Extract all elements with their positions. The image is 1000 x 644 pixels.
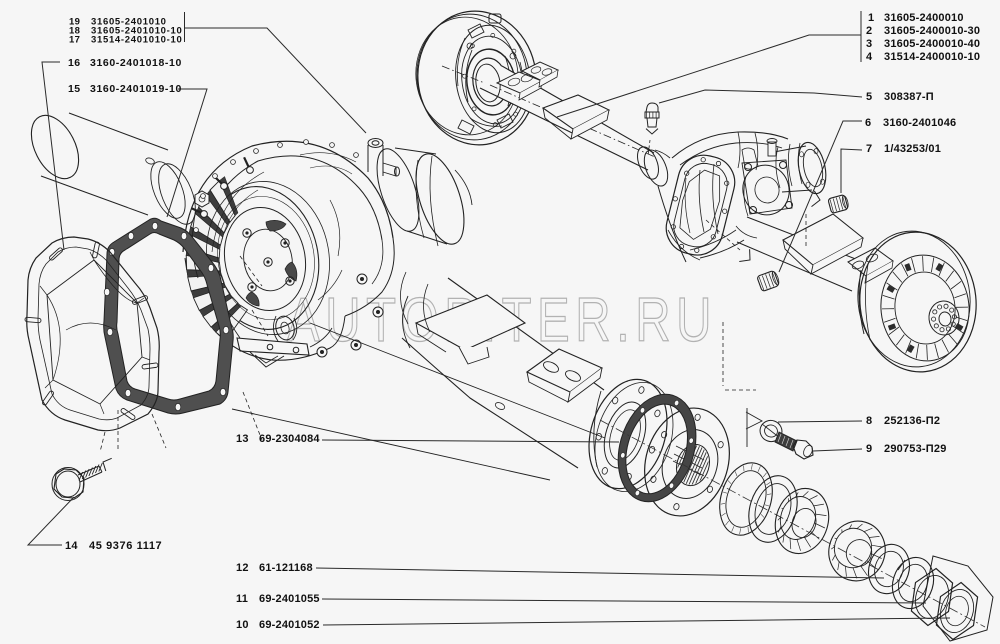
svg-text:18: 18 xyxy=(69,26,80,37)
svg-text:6: 6 xyxy=(865,117,871,129)
svg-text:3160-2401018-10: 3160-2401018-10 xyxy=(90,57,182,69)
svg-text:1/43253/01: 1/43253/01 xyxy=(884,143,941,155)
svg-text:14: 14 xyxy=(65,540,78,552)
svg-text:69-2304084: 69-2304084 xyxy=(259,433,320,445)
svg-text:1: 1 xyxy=(868,12,874,24)
svg-text:8: 8 xyxy=(866,415,872,427)
svg-text:61-121168: 61-121168 xyxy=(259,562,313,574)
svg-text:31605-2400010: 31605-2400010 xyxy=(884,12,964,24)
svg-text:31514-2400010-10: 31514-2400010-10 xyxy=(884,51,980,63)
svg-text:13: 13 xyxy=(236,433,249,445)
svg-text:31514-2401010-10: 31514-2401010-10 xyxy=(91,35,183,46)
svg-text:4: 4 xyxy=(866,51,873,63)
svg-text:19: 19 xyxy=(69,17,80,28)
svg-text:69-2401055: 69-2401055 xyxy=(259,593,320,605)
svg-text:290753-П29: 290753-П29 xyxy=(884,443,947,455)
svg-text:5: 5 xyxy=(866,91,872,103)
svg-text:11: 11 xyxy=(236,593,248,605)
svg-text:10: 10 xyxy=(236,619,249,631)
svg-text:31605-2400010-30: 31605-2400010-30 xyxy=(884,25,980,37)
svg-text:69-2401052: 69-2401052 xyxy=(259,619,320,631)
svg-text:7: 7 xyxy=(866,143,872,155)
svg-text:3160-2401046: 3160-2401046 xyxy=(883,117,956,129)
svg-text:252136-П2: 252136-П2 xyxy=(884,415,940,427)
svg-text:2: 2 xyxy=(866,25,872,37)
svg-text:9: 9 xyxy=(866,443,872,455)
svg-text:308387-П: 308387-П xyxy=(884,91,934,103)
svg-text:16: 16 xyxy=(68,57,80,69)
svg-text:17: 17 xyxy=(69,35,80,46)
svg-text:31605-2400010-40: 31605-2400010-40 xyxy=(884,38,980,50)
svg-text:15: 15 xyxy=(68,83,80,95)
svg-text:45 9376 1117: 45 9376 1117 xyxy=(89,540,162,552)
svg-text:12: 12 xyxy=(236,562,249,574)
svg-text:3: 3 xyxy=(866,38,872,50)
svg-text:31605-2401010: 31605-2401010 xyxy=(91,17,167,28)
svg-text:31605-2401010-10: 31605-2401010-10 xyxy=(91,26,183,37)
svg-text:3160-2401019-10: 3160-2401019-10 xyxy=(90,83,182,95)
